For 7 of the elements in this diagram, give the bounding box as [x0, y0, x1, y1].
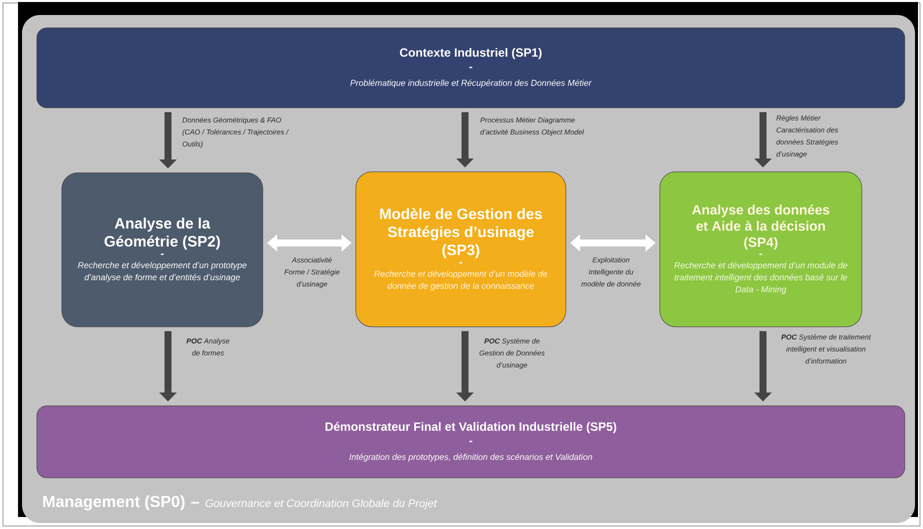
- process-box: Modèle de Gestion des Stratégies d’usinage (SP3) - Recherche et développement d’un modèle de donnée de gestion de la connaissance: [356, 171, 566, 328]
- double-arrow: [267, 234, 352, 252]
- double-arrow: [570, 234, 656, 252]
- title-banner: Démonstrateur Final et Validation Industrielle (SP5) - Intégration des prototypes, définition des scénarios et Validation: [36, 405, 906, 478]
- process-box: Analyse des données et Aide à la décision (SP4) - Recherche et développement d’un module de traitement intelligent des données basé sur le Data - Mining: [660, 171, 862, 328]
- process-box: Analyse de la Géométrie (SP2) - Recherche et développement d’un prototype d’analyse de forme et d’entités d’usinage: [62, 172, 264, 328]
- title-banner: Contexte Industriel (SP1) - Problématique industrielle et Récupération des Données Métier: [36, 28, 906, 108]
